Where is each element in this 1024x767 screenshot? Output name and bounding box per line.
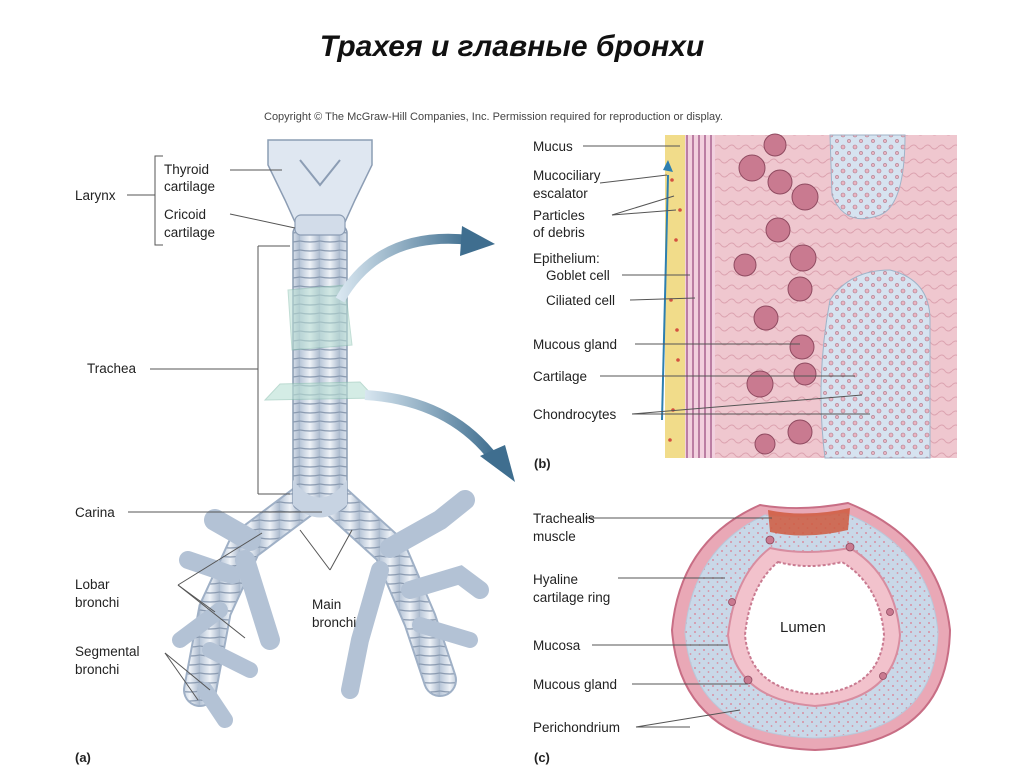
label-lobar-bronchi-line2: bronchi — [75, 594, 119, 611]
label-mucus: Mucus — [533, 138, 573, 155]
label-mucous-gland-c: Mucous gland — [533, 676, 617, 693]
panel-letter-a: (a) — [75, 750, 91, 765]
arrow-to-b-icon — [460, 226, 495, 256]
label-hyaline-cartilage-ring-line1: Hyaline — [533, 571, 578, 588]
label-cartilage: Cartilage — [533, 368, 587, 385]
label-epithelium: Epithelium: — [533, 250, 600, 267]
label-larynx: Larynx — [75, 187, 116, 204]
label-perichondrium: Perichondrium — [533, 719, 620, 736]
label-hyaline-cartilage-ring-line2: cartilage ring — [533, 589, 610, 606]
label-segmental-bronchi-line2: bronchi — [75, 661, 119, 678]
label-mucociliary-escalator-line1: Mucociliary — [533, 167, 601, 184]
trachea-illustration — [180, 140, 480, 720]
label-cricoid-cartilage-line1: Cricoid — [164, 206, 206, 223]
label-thyroid-cartilage-line2: cartilage — [164, 178, 215, 195]
label-ciliated-cell: Ciliated cell — [546, 292, 615, 309]
label-carina: Carina — [75, 504, 115, 521]
label-chondrocytes: Chondrocytes — [533, 406, 616, 423]
label-lobar-bronchi-line1: Lobar — [75, 576, 110, 593]
label-mucociliary-escalator-line2: escalator — [533, 185, 588, 202]
label-cricoid-cartilage-line2: cartilage — [164, 224, 215, 241]
panel-letter-c: (c) — [534, 750, 550, 765]
label-thyroid-cartilage-line1: Thyroid — [164, 161, 209, 178]
tracheal-wall-histology — [662, 134, 957, 458]
label-mucosa: Mucosa — [533, 637, 580, 654]
label-particles-of-debris-line2: of debris — [533, 224, 585, 241]
label-particles-of-debris-line1: Particles — [533, 207, 585, 224]
label-segmental-bronchi-line1: Segmental — [75, 643, 140, 660]
label-trachealis-muscle-line2: muscle — [533, 528, 576, 545]
label-trachealis-muscle-line1: Trachealis — [533, 510, 595, 527]
label-trachea: Trachea — [87, 360, 136, 377]
label-main-bronchi-line2: bronchi — [312, 614, 356, 631]
label-main-bronchi-line1: Main — [312, 596, 341, 613]
label-goblet-cell: Goblet cell — [546, 267, 610, 284]
label-mucous-gland-b: Mucous gland — [533, 336, 617, 353]
panel-letter-b: (b) — [534, 456, 551, 471]
label-lumen: Lumen — [780, 619, 826, 636]
